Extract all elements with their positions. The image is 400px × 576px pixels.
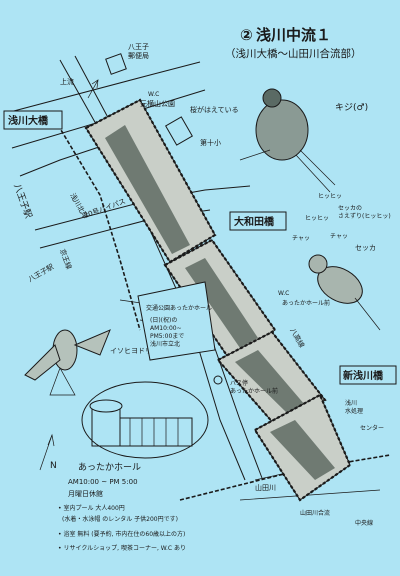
hall-item-1: (水着・水泳帽 のレンタル 子供200円です)	[62, 515, 178, 523]
plant-label: センター	[360, 424, 384, 432]
wc-label: W.C	[148, 91, 159, 98]
bridge-shin-asakawa: 新浅川橋	[339, 365, 397, 385]
hall-hours: AM10:00 ~ PM 5:00	[68, 478, 138, 486]
kita-label: 浅川北岸	[68, 192, 90, 221]
asakawa-water-label: 浅川水処理	[345, 399, 363, 415]
map-number: ②	[240, 26, 253, 44]
bridge-asakawa-ohashi-label: 浅川大橋	[8, 114, 49, 127]
hall-item-0: • 室内プール 大人400円	[58, 504, 125, 512]
school-building	[165, 116, 193, 146]
hall-closed: 月曜日休館	[68, 489, 103, 498]
bridge-yamatoda-label: 大和田橋	[234, 215, 275, 228]
school-label: 第十小	[200, 138, 221, 147]
hachioji-post-label: 八王子郵便局	[128, 43, 149, 60]
hall-item-3: • リサイクルショップ, 喫茶コーナー, W.C あり	[58, 544, 186, 552]
compass-arrow-2	[87, 79, 99, 99]
sekka-label: セッカ	[355, 244, 376, 252]
keio-line-label: 京王線	[58, 248, 74, 271]
route20-label: 20号バイパス	[83, 197, 127, 219]
compass-icon: N	[39, 433, 57, 471]
sekka-call-label: セッカのさえずり(ヒッヒッ)	[338, 205, 391, 220]
sekka-sketch	[308, 254, 381, 331]
bird-label: イソヒヨドリ	[110, 347, 152, 355]
pheasant-sketch	[239, 88, 336, 193]
hachioji-sta2-label: 八王子駅	[27, 263, 55, 284]
hachioji-station-label: 八王子駅	[11, 182, 34, 220]
river-photo-strip	[84, 98, 352, 502]
hall-building-sketch	[81, 381, 209, 459]
bridge-yamatoda: 大和田橋	[229, 211, 287, 231]
chat-2: チャッ	[292, 235, 310, 242]
confluence-label: 山田川合流	[300, 509, 330, 517]
flying-bird-sketch	[24, 329, 111, 396]
bus-stop-label: バス停あったかホール前	[230, 379, 278, 395]
park-label: 元横山公園	[140, 99, 175, 108]
chat-4: ヒッヒッ	[318, 193, 342, 200]
chuo-line-label: 中央線	[355, 519, 373, 527]
upstream-label: 上流	[60, 77, 74, 86]
transport-park-label: 交通公園あったかホール	[146, 304, 212, 312]
compass-label: N	[50, 461, 57, 471]
bus-stop-icon	[213, 375, 223, 385]
map-title: 浅川中流１	[256, 26, 331, 44]
hall-short-label: あったかホール前	[282, 299, 330, 307]
bridge-asakawa-ohashi: 浅川大橋	[3, 110, 63, 130]
post-office-building	[105, 53, 127, 75]
map-subtitle: （浅川大橋〜山田川合流部）	[225, 47, 362, 60]
hachiko-label: 八高線	[288, 327, 306, 350]
wc2-label: W.C	[278, 290, 289, 297]
bridge-shin-asakawa-label: 新浅川橋	[343, 369, 384, 382]
keio-line-track	[54, 119, 141, 331]
chat-1: ヒッヒッ	[305, 215, 329, 222]
chat-3: チャッ	[330, 233, 348, 240]
hall-name: あったかホール	[78, 462, 141, 473]
hall-item-2: • 浴室 無料 (要予約, 市内在住の60歳以上の方)	[58, 530, 185, 538]
kiji-label: キジ(♂)	[335, 103, 368, 113]
tree-label: 桜がはえている	[190, 105, 239, 114]
yamada-river-label: 山田川	[255, 483, 276, 492]
